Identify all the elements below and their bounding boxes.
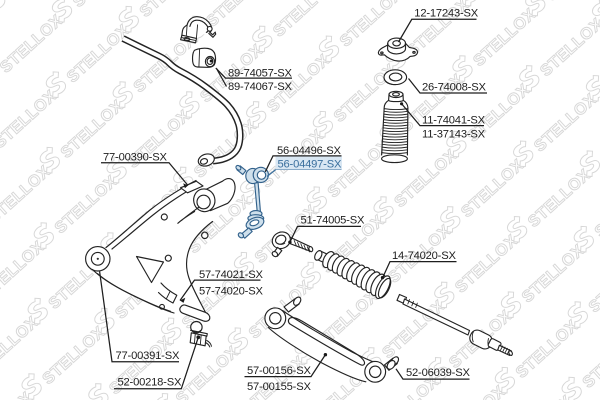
svg-text:11-74041-SX: 11-74041-SX bbox=[422, 115, 486, 127]
svg-text:56-04496-SX: 56-04496-SX bbox=[277, 145, 341, 157]
svg-text:56-04497-SX: 56-04497-SX bbox=[278, 158, 342, 170]
svg-text:26-74008-SX: 26-74008-SX bbox=[422, 82, 486, 94]
svg-text:51-74005-SX: 51-74005-SX bbox=[301, 215, 365, 227]
svg-text:77-00390-SX: 77-00390-SX bbox=[103, 152, 167, 164]
svg-text:89-74067-SX: 89-74067-SX bbox=[228, 81, 292, 93]
svg-text:11-37143-SX: 11-37143-SX bbox=[422, 129, 486, 141]
svg-text:52-06039-SX: 52-06039-SX bbox=[406, 367, 470, 379]
svg-text:77-00391-SX: 77-00391-SX bbox=[116, 350, 180, 362]
svg-text:57-00156-SX: 57-00156-SX bbox=[247, 365, 311, 377]
svg-text:89-74057-SX: 89-74057-SX bbox=[228, 68, 292, 80]
svg-text:57-74020-SX: 57-74020-SX bbox=[199, 285, 263, 297]
svg-text:52-00218-SX: 52-00218-SX bbox=[118, 376, 182, 388]
svg-text:14-74020-SX: 14-74020-SX bbox=[392, 250, 456, 262]
svg-text:57-74021-SX: 57-74021-SX bbox=[199, 269, 263, 281]
svg-text:12-17243-SX: 12-17243-SX bbox=[414, 8, 478, 20]
svg-text:57-00155-SX: 57-00155-SX bbox=[247, 381, 311, 393]
